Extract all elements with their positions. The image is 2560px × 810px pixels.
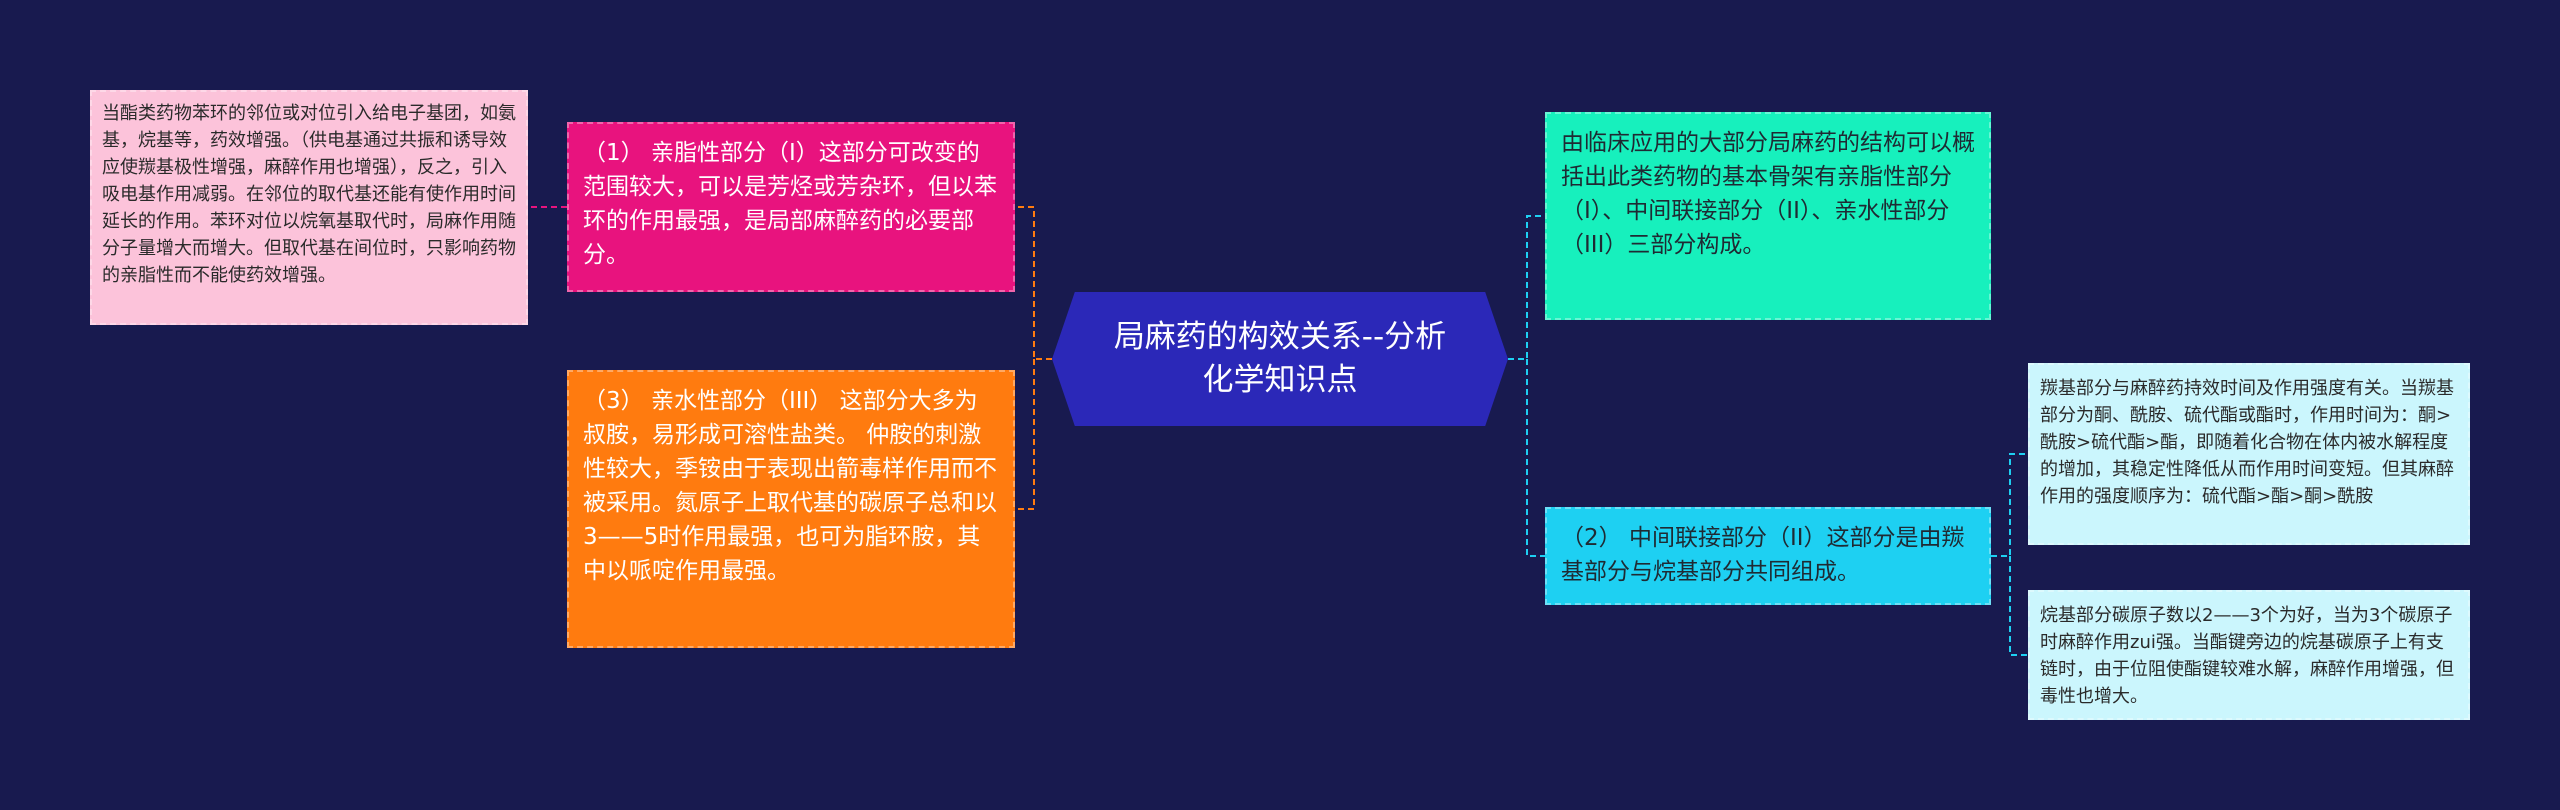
left-branch-connector xyxy=(1015,206,1052,510)
basic-skeleton-text: 由临床应用的大部分局麻药的结构可以概括出此类药物的基本骨架有亲脂性部分（I）、中… xyxy=(1561,130,1975,258)
intermediate-linker-text: （2） 中间联接部分（II）这部分是由羰基部分与烷基部分共同组成。 xyxy=(1561,525,1965,585)
alkyl-part-text: 烷基部分碳原子数以2——3个为好，当为3个碳原子时麻醉作用zui强。当酯键旁边的… xyxy=(2040,605,2454,707)
right-bottom-child-connector xyxy=(1991,453,2028,656)
lipophilic-part-node[interactable]: （1） 亲脂性部分（I）这部分可改变的范围较大，可以是芳烃或芳杂环，但以苯环的作… xyxy=(567,122,1015,292)
basic-skeleton-node[interactable]: 由临床应用的大部分局麻药的结构可以概括出此类药物的基本骨架有亲脂性部分（I）、中… xyxy=(1545,112,1991,320)
hydrophilic-part-text: （3） 亲水性部分（III） 这部分大多为叔胺，易形成可溶性盐类。 仲胺的刺激性… xyxy=(583,388,997,584)
benzene-substituent-text: 当酯类药物苯环的邻位或对位引入给电子基团，如氨基，烷基等，药效增强。（供电基通过… xyxy=(102,103,516,286)
hydrophilic-part-node[interactable]: （3） 亲水性部分（III） 这部分大多为叔胺，易形成可溶性盐类。 仲胺的刺激性… xyxy=(567,370,1015,648)
intermediate-linker-node[interactable]: （2） 中间联接部分（II）这部分是由羰基部分与烷基部分共同组成。 xyxy=(1545,507,1991,605)
central-topic[interactable]: 局麻药的构效关系--分析化学知识点 xyxy=(1052,292,1508,426)
carbonyl-part-node[interactable]: 羰基部分与麻醉药持效时间及作用强度有关。当羰基部分为酮、酰胺、硫代酯或酯时，作用… xyxy=(2028,363,2470,545)
carbonyl-part-text: 羰基部分与麻醉药持效时间及作用强度有关。当羰基部分为酮、酰胺、硫代酯或酯时，作用… xyxy=(2040,378,2454,507)
right-branch-connector xyxy=(1508,215,1545,557)
lipophilic-part-text: （1） 亲脂性部分（I）这部分可改变的范围较大，可以是芳烃或芳杂环，但以苯环的作… xyxy=(583,140,997,268)
benzene-substituent-node[interactable]: 当酯类药物苯环的邻位或对位引入给电子基团，如氨基，烷基等，药效增强。（供电基通过… xyxy=(90,90,528,325)
central-topic-text: 局麻药的构效关系--分析化学知识点 xyxy=(1113,319,1447,398)
alkyl-part-node[interactable]: 烷基部分碳原子数以2——3个为好，当为3个碳原子时麻醉作用zui强。当酯键旁边的… xyxy=(2028,590,2470,720)
